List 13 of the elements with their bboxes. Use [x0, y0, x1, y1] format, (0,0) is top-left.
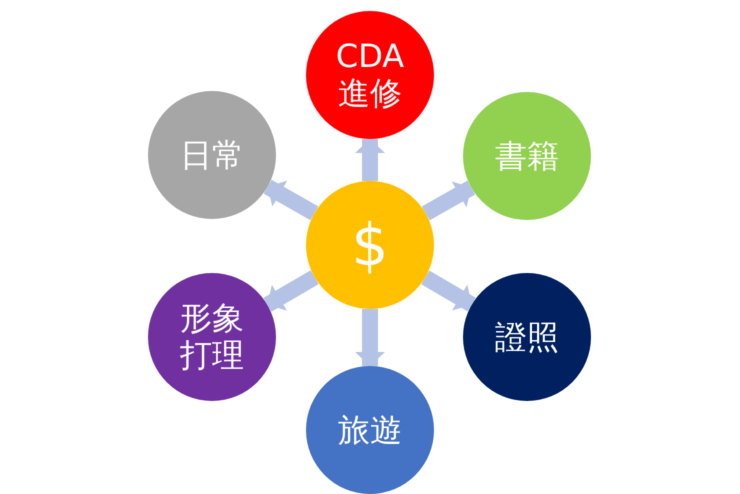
- node-label: $: [352, 212, 388, 278]
- arrow: [264, 180, 318, 220]
- node-label: 形象打理: [179, 300, 245, 374]
- arrow: [421, 270, 476, 312]
- node-label: 證照: [495, 318, 559, 356]
- node-label: 日常: [180, 136, 244, 174]
- arrow: [422, 180, 476, 220]
- arrow: [355, 309, 385, 366]
- arrow: [355, 139, 385, 181]
- node-label: CDA 進修: [334, 38, 406, 112]
- node-label: 旅遊: [338, 412, 402, 448]
- arrow: [263, 270, 319, 312]
- node-label: 書籍: [495, 138, 559, 174]
